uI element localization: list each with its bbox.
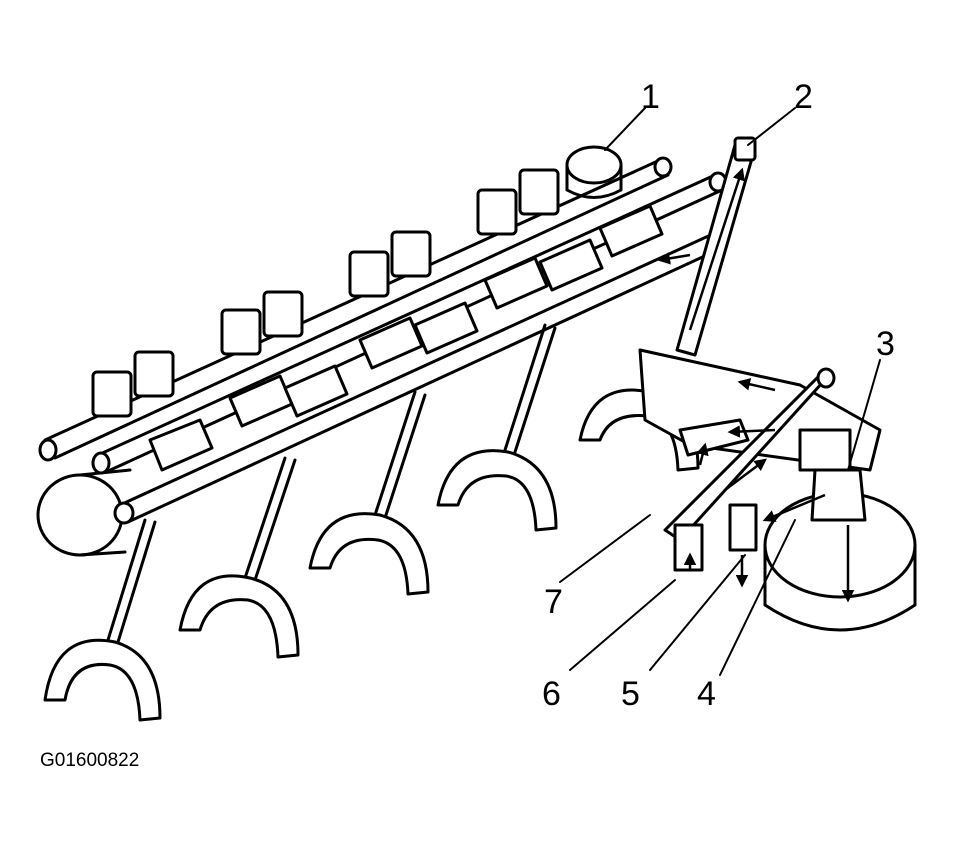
camshaft-lobes <box>148 204 664 472</box>
callout-7: 7 <box>544 583 563 621</box>
callout-2: 2 <box>794 78 813 116</box>
oil-pump-assembly <box>638 348 917 632</box>
valve-lifters <box>91 145 623 418</box>
callout-3: 3 <box>876 325 895 363</box>
oil-flow-arrows <box>657 167 855 603</box>
callout-5: 5 <box>621 675 640 713</box>
callout-4: 4 <box>697 675 716 713</box>
callout-leader-lines <box>559 107 881 676</box>
main-bearing-feed-tubes <box>106 323 557 644</box>
callout-labels: 1 2 3 4 5 6 7 <box>542 78 895 713</box>
figure-id: G01600822 <box>40 750 139 771</box>
callout-6: 6 <box>542 675 561 713</box>
callout-1: 1 <box>641 78 660 116</box>
